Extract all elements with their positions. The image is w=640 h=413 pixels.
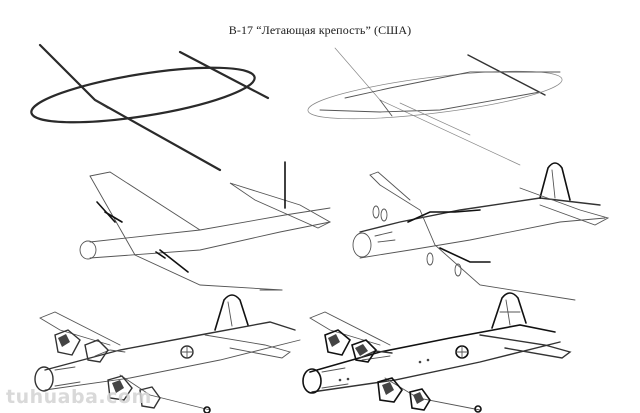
step-2-sketch	[307, 47, 563, 166]
step-3-sketch	[79, 161, 331, 291]
step-6-sketch	[302, 292, 572, 413]
step-1-sketch	[30, 43, 270, 172]
site-watermark: tuhuaba.com	[6, 386, 152, 408]
step-5-sketch	[34, 294, 301, 413]
step-4-sketch	[352, 162, 610, 301]
page-title: B-17 “Летающая крепость” (США)	[228, 23, 412, 37]
